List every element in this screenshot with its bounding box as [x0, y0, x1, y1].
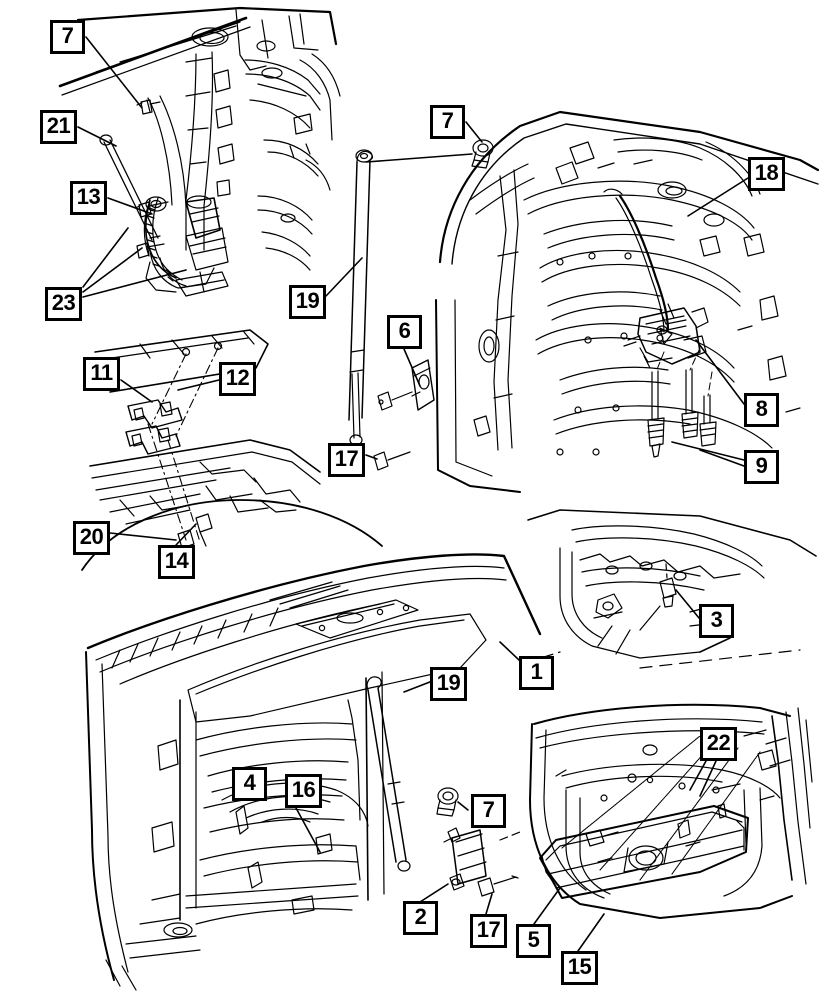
callout-9: 9 [744, 450, 779, 484]
callout-number: 12 [225, 365, 250, 390]
callout-number: 8 [755, 396, 768, 421]
screws-right [647, 368, 717, 458]
callout-16: 16 [285, 774, 322, 808]
leader-lines-inset [499, 589, 731, 661]
upper-left-body-structure [58, 6, 341, 271]
callout-number: 7 [61, 23, 74, 48]
callout-6: 6 [387, 315, 422, 349]
callout-number: 9 [755, 453, 768, 478]
callout-number: 3 [710, 607, 723, 632]
callout-number: 13 [76, 184, 101, 209]
callout-20: 20 [73, 521, 110, 555]
callout-14: 14 [158, 545, 195, 579]
callout-4: 4 [232, 767, 267, 801]
callout-number: 18 [754, 160, 779, 185]
fasteners-upper-left [134, 99, 169, 259]
callout-11: 11 [83, 357, 120, 391]
callout-number: 21 [46, 113, 71, 138]
callout-7: 7 [430, 105, 465, 139]
ball-stud-center [471, 139, 494, 169]
callout-number: 6 [398, 318, 411, 343]
callout-number: 19 [436, 670, 461, 695]
callout-number: 1 [530, 659, 543, 684]
callout-number: 15 [567, 954, 592, 979]
leader-lines-right [671, 177, 749, 467]
callout-19: 19 [430, 667, 467, 701]
callout-7: 7 [50, 20, 85, 54]
callout-22: 22 [700, 727, 737, 761]
callout-3: 3 [699, 604, 734, 638]
rear-fascia-inset [527, 509, 817, 669]
fasteners-center [373, 391, 413, 471]
callout-number: 17 [334, 446, 359, 471]
assembly-axis-lines [147, 347, 219, 543]
callout-number: 5 [527, 927, 540, 952]
callout-number: 4 [243, 770, 256, 795]
callout-number: 16 [291, 777, 316, 802]
window-regulator-assembly [143, 195, 229, 297]
callout-number: 23 [51, 290, 76, 315]
callout-number: 7 [482, 797, 495, 822]
callout-12: 12 [219, 362, 256, 396]
callout-19: 19 [289, 285, 326, 319]
callout-23: 23 [45, 287, 82, 321]
callout-2: 2 [403, 901, 438, 935]
callout-17: 17 [328, 443, 365, 477]
callout-8: 8 [744, 393, 779, 427]
callout-21: 21 [40, 110, 77, 144]
callout-number: 19 [295, 288, 320, 313]
callout-17: 17 [470, 914, 507, 948]
gas-strut-bottom [347, 676, 411, 872]
latch-assembly [623, 303, 709, 369]
fasteners-left-mid [177, 341, 223, 563]
callout-number: 7 [441, 108, 454, 133]
callout-1: 1 [519, 656, 554, 690]
leader-lines-upper-left [77, 36, 187, 298]
bracket-center [411, 359, 435, 411]
callout-number: 20 [79, 524, 104, 549]
gas-strut-center [348, 149, 374, 446]
callout-number: 17 [476, 917, 501, 942]
leader-lines-left-mid [109, 379, 220, 546]
callout-5: 5 [516, 924, 551, 958]
callout-15: 15 [561, 951, 598, 985]
callout-number: 11 [90, 360, 113, 385]
callout-13: 13 [70, 181, 107, 215]
leader-lines-center [325, 121, 483, 460]
callout-number: 2 [414, 904, 427, 929]
leader-lines-bottom-right [533, 760, 717, 952]
liftgate-applique-assembly [499, 703, 813, 919]
callout-number: 14 [164, 548, 189, 573]
support-rod-left [99, 134, 161, 241]
callout-7: 7 [471, 794, 506, 828]
callout-number: 22 [706, 730, 731, 755]
callout-18: 18 [748, 157, 785, 191]
